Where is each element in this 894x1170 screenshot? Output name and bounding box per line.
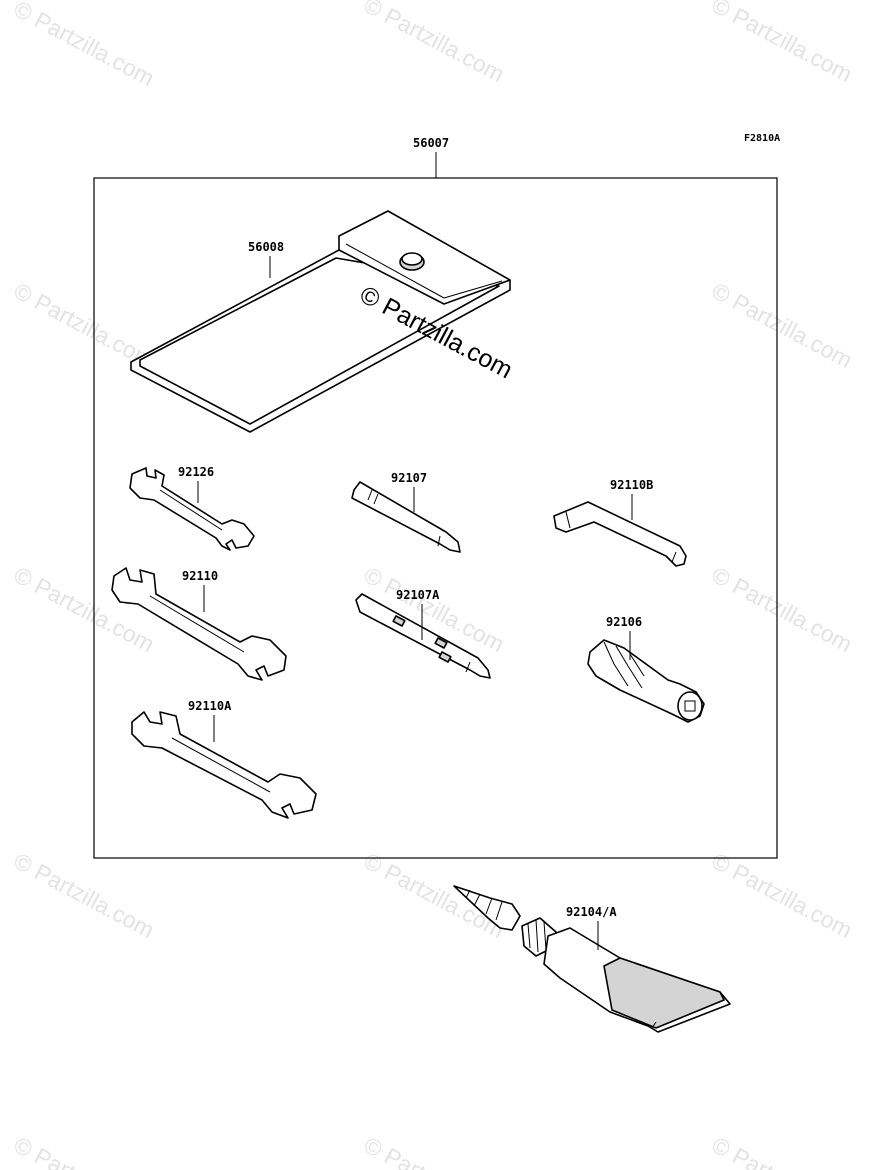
watermark: © Partzilla.com [10,1131,159,1170]
watermark: © Partzilla.com [360,847,509,943]
part-label-56008[interactable]: 56008 [248,240,284,254]
watermark: © Partzilla.com [10,847,159,943]
watermark: © Partzilla.com [708,0,857,87]
watermark: © Partzilla.com [360,1131,509,1170]
screwdriver-shaft-illustration[interactable] [355,593,491,679]
hex-key-illustration[interactable] [553,501,687,567]
part-label-92107A[interactable]: 92107A [396,588,440,602]
watermark: © Partzilla.com [708,561,857,657]
part-label-92104A[interactable]: 92104/A [566,905,617,919]
watermark: © Partzilla.com [360,0,509,87]
watermark: © Partzilla.com [10,0,159,91]
screwdriver-bit-illustration[interactable] [351,481,461,553]
wrench-medium-illustration[interactable] [111,567,287,681]
tool-bag-illustration[interactable] [130,210,511,433]
part-label-92110A[interactable]: 92110A [188,699,232,713]
part-label-92106[interactable]: 92106 [606,615,642,629]
part-label-92107[interactable]: 92107 [391,471,427,485]
watermark: © Partzilla.com [708,1131,857,1170]
tool-kit-frame [93,177,778,859]
watermark: © Partzilla.com [708,847,857,943]
part-label-92110B[interactable]: 92110B [610,478,653,492]
figure-code: F2810A [744,133,780,144]
part-label-tool-kit[interactable]: 56007 [413,136,449,150]
watermark: © Partzilla.com [10,561,159,657]
part-label-92110[interactable]: 92110 [182,569,218,583]
wrench-large-illustration[interactable] [131,711,317,819]
wrench-small-illustration[interactable] [129,467,255,551]
watermark: © Partzilla.com [708,277,857,373]
screwdriver-handle-illustration[interactable] [587,639,705,723]
part-label-92126[interactable]: 92126 [178,465,214,479]
grease-tube-illustration[interactable] [453,885,731,1033]
